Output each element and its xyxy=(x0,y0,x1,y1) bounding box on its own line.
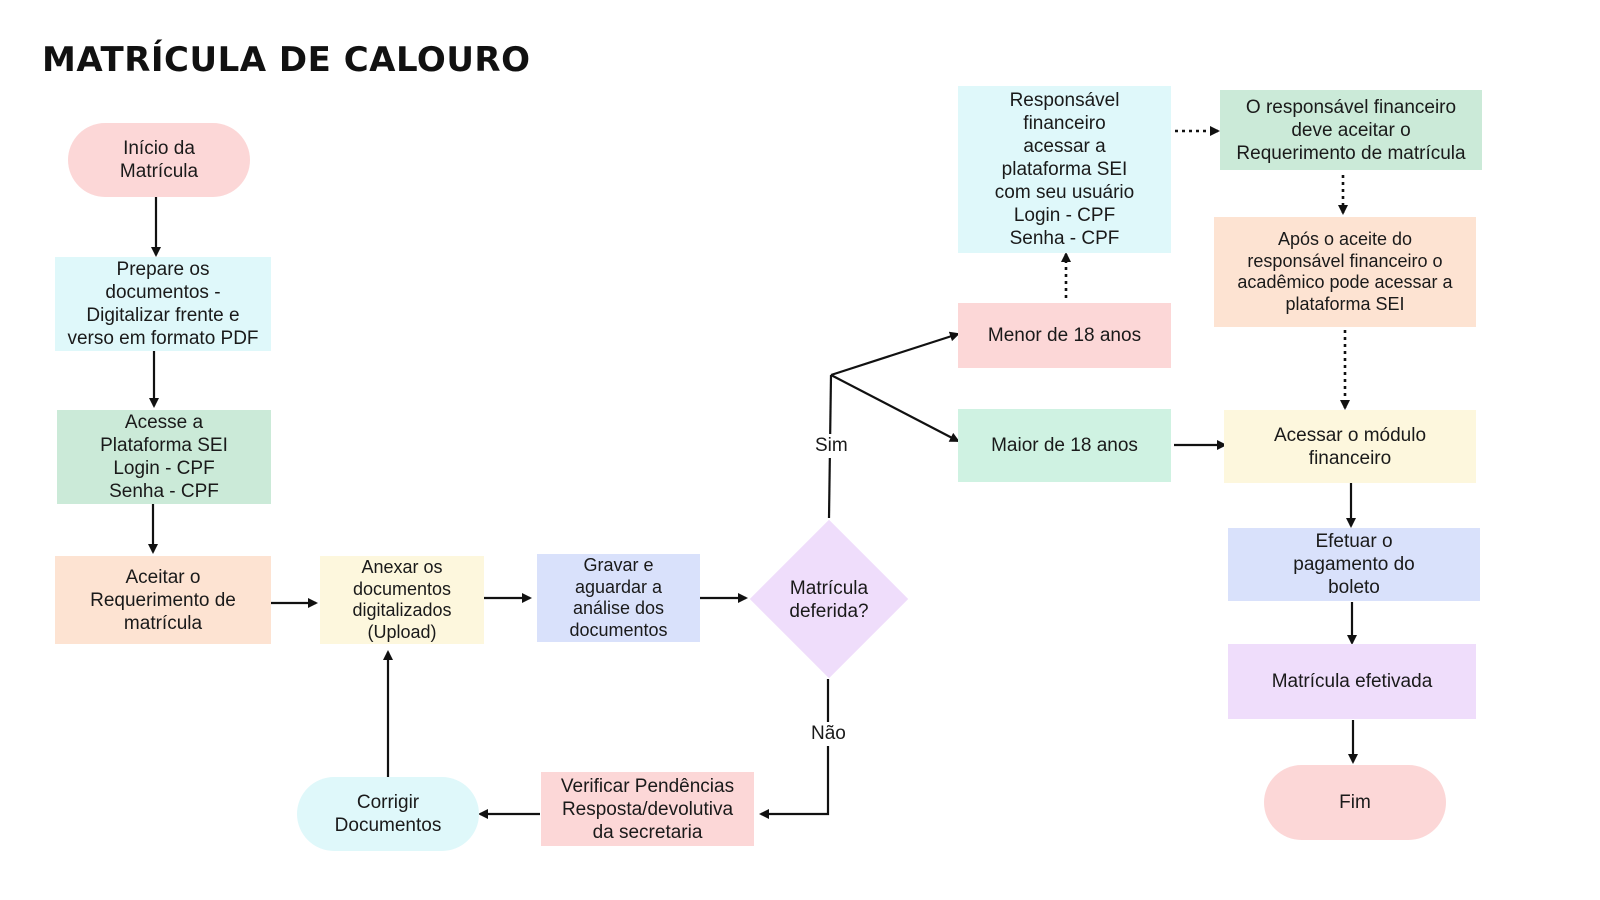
arrow-sim-menor xyxy=(830,331,960,377)
end-node: Fim xyxy=(1264,765,1446,840)
decision-text: Matrícula deferida? xyxy=(789,578,869,622)
arrow-decisao-nao xyxy=(759,679,830,819)
attach-documents-step: Anexar os documentos digitalizados (Uplo… xyxy=(320,556,484,644)
access-sei-step: Acesse a Plataforma SEI Login - CPF Senh… xyxy=(57,410,271,504)
label-nao: Não xyxy=(808,722,849,746)
prepare-documents-step: Prepare os documentos - Digitalizar fren… xyxy=(55,257,271,351)
under-18-step: Menor de 18 anos xyxy=(958,303,1171,368)
enrollment-confirmed-step: Matrícula efetivada xyxy=(1228,644,1476,719)
arrow-sim-maior xyxy=(830,374,960,442)
guardian-access-step: Responsável financeiro acessar a platafo… xyxy=(958,86,1171,253)
financial-module-step: Acessar o módulo financeiro xyxy=(1224,410,1476,483)
label-sim: Sim xyxy=(812,434,851,458)
over-18-step: Maior de 18 anos xyxy=(958,409,1171,482)
after-acceptance-step: Após o aceite do responsável financeiro … xyxy=(1214,217,1476,327)
guardian-accept-step: O responsável financeiro deve aceitar o … xyxy=(1220,90,1482,170)
start-node: Início da Matrícula xyxy=(68,123,250,197)
pay-boleto-step: Efetuar o pagamento do boleto xyxy=(1228,528,1480,601)
page-title: MATRÍCULA DE CALOURO xyxy=(42,40,531,80)
check-pending-step: Verificar Pendências Resposta/devolutiva… xyxy=(541,772,754,846)
fix-documents-step: Corrigir Documentos xyxy=(297,777,479,851)
save-and-wait-step: Gravar e aguardar a análise dos document… xyxy=(537,554,700,642)
accept-enrollment-request-step: Aceitar o Requerimento de matrícula xyxy=(55,556,271,644)
